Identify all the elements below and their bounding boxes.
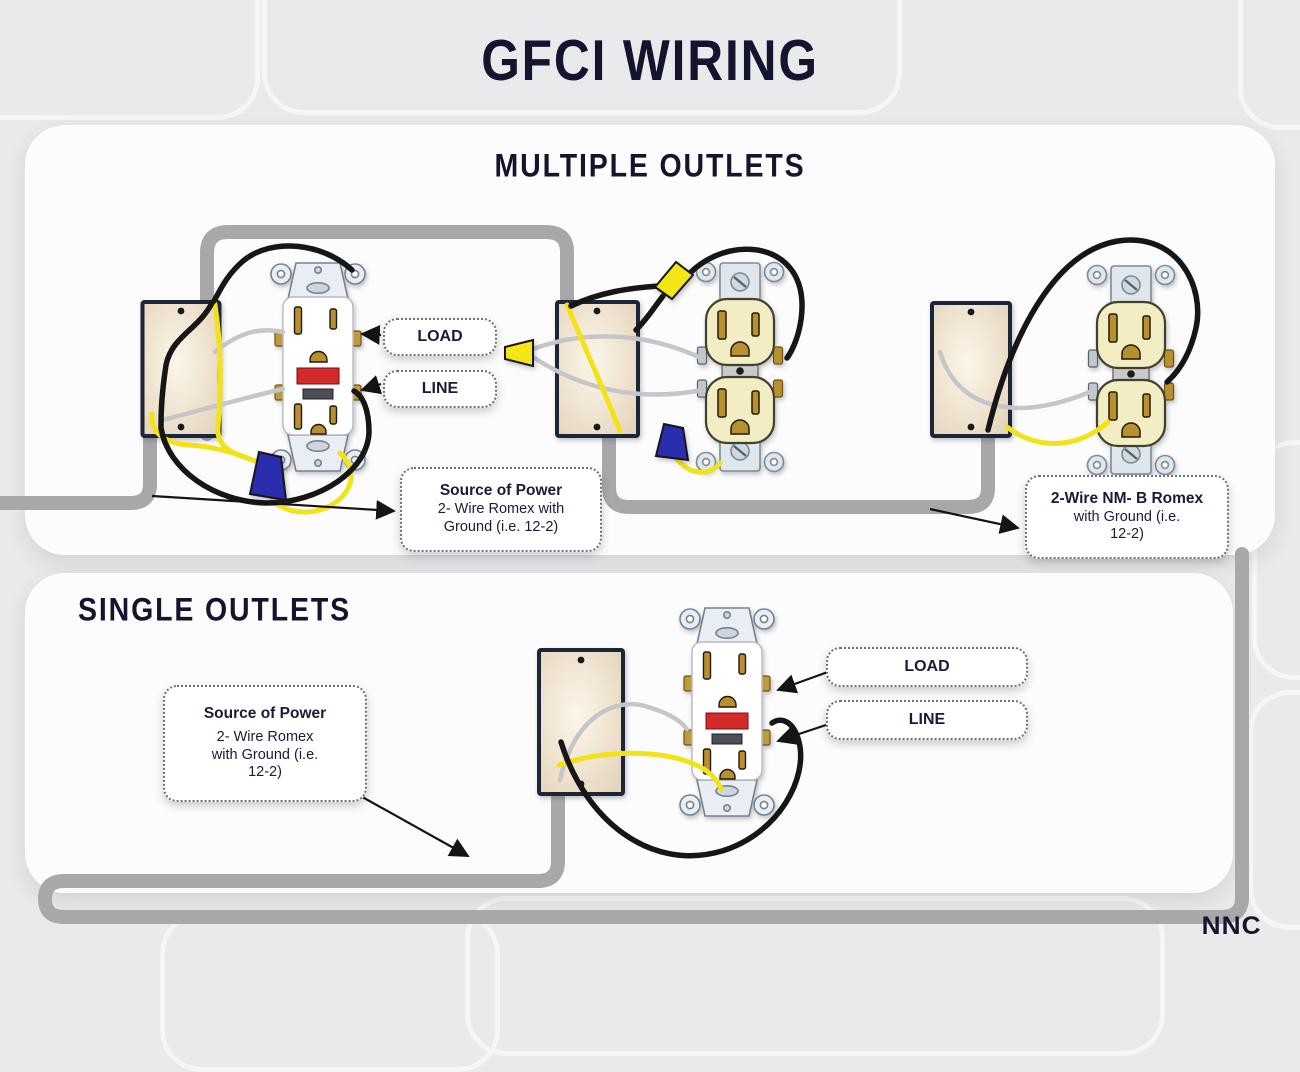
arrow-load-multiple — [360, 325, 382, 345]
neutral-wires-middle — [530, 334, 706, 397]
hot-wires-middle — [568, 246, 805, 361]
load-label-multiple: LOAD — [383, 318, 497, 356]
neutral-wires-single — [557, 701, 690, 783]
hot-wires-left — [158, 243, 372, 506]
hot-wires-right — [985, 237, 1201, 433]
yellow-wire-nut-middle — [653, 260, 695, 301]
neutral-wires-right — [937, 349, 1095, 411]
neutral-wires-left — [160, 328, 286, 423]
ground-wires-single — [556, 750, 724, 792]
junction-box-2 — [555, 300, 640, 438]
duplex-outlet-middle — [695, 261, 785, 473]
source-of-power-label-single: Source of Power 2- Wire Romex with Groun… — [163, 685, 367, 802]
romex-cable-runs — [0, 225, 1249, 924]
arrow-source-multiple — [151, 494, 396, 520]
cable-box1-to-box2 — [200, 225, 574, 441]
line-label-single: LINE — [826, 700, 1028, 740]
load-label-single: LOAD — [826, 647, 1028, 687]
ground-wires-left — [149, 297, 354, 515]
gfci-outlet-multiple — [270, 262, 366, 472]
gfci-outlet-single — [679, 607, 775, 817]
wire-nuts — [248, 260, 695, 502]
ground-wires-right — [1004, 419, 1111, 446]
wiring-diagram — [0, 225, 1249, 924]
source-of-power-label-multiple: Source of Power 2- Wire Romex with Groun… — [400, 467, 602, 552]
conductor-wires — [149, 237, 1201, 859]
ground-wires-middle — [564, 302, 723, 475]
yellow-wire-nut-cone — [504, 338, 534, 368]
heading-single-outlets: SINGLE OUTLETS — [78, 590, 351, 629]
annotation-arrows — [151, 325, 1020, 857]
cable-single-run — [37, 547, 1249, 924]
cable-box2-to-box3 — [602, 427, 995, 514]
blue-wire-nut-middle — [654, 422, 690, 462]
arrow-romex — [929, 507, 1020, 534]
cable-source-entry — [0, 427, 157, 510]
duplex-outlet-right — [1086, 264, 1176, 476]
brand-logo: NNC — [1201, 912, 1262, 940]
blue-wire-nut-left — [248, 450, 288, 502]
page-title: GFCI WIRING — [481, 29, 819, 93]
arrow-line-multiple — [360, 375, 382, 395]
heading-multiple-outlets: MULTIPLE OUTLETS — [494, 146, 806, 185]
junction-box-3 — [930, 301, 1012, 438]
junction-box-4 — [537, 648, 625, 796]
romex-label: 2-Wire NM- B Romex with Ground (i.e. 12-… — [1025, 475, 1229, 559]
line-label-multiple: LINE — [383, 370, 497, 408]
arrow-source-single — [347, 788, 470, 857]
